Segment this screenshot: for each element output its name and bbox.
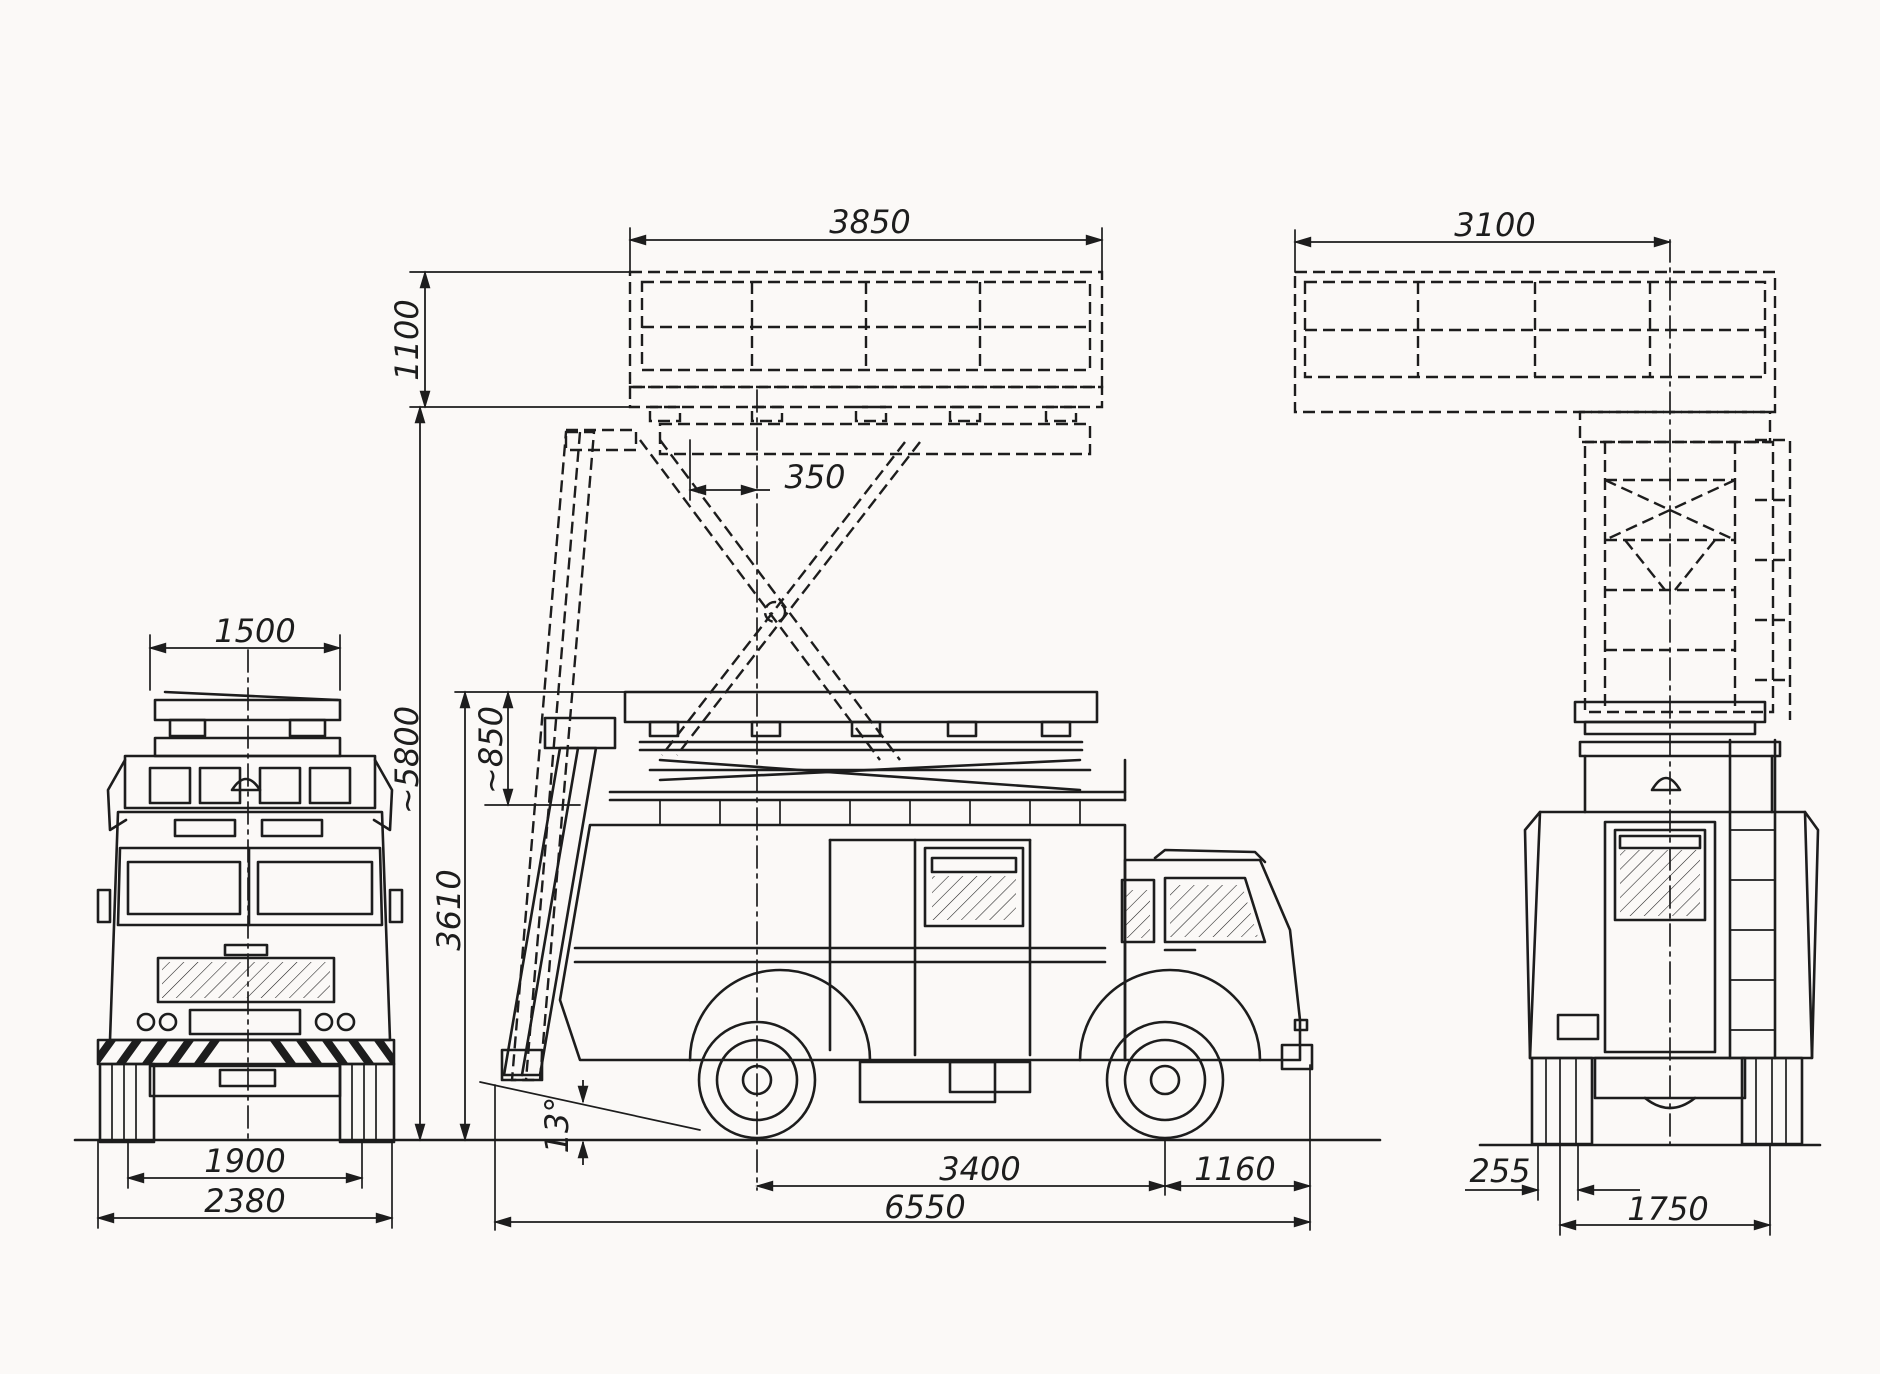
rear-view [1293, 239, 1820, 1146]
dim-5800: ~5800 [388, 706, 426, 814]
dim-3850: 3850 [829, 203, 910, 241]
front-view [96, 649, 404, 1144]
dim-2380: 2380 [204, 1182, 285, 1220]
front-dimensions: 1500 1900 2380 [96, 612, 394, 1229]
dim-13: 13° [538, 1097, 576, 1154]
dim-3100: 3100 [1454, 206, 1535, 244]
side-view [479, 270, 1314, 1191]
rear-dimensions: 3100 255 1750 [1293, 206, 1772, 1236]
dim-255: 255 [1469, 1152, 1530, 1190]
dim-850: ~850 [472, 706, 510, 794]
dim-1100: 1100 [388, 299, 426, 380]
dim-350: 350 [784, 458, 845, 496]
side-dimensions: 3850 1100 ~5800 350 ~850 3610 13° 3400 1… [388, 203, 1312, 1231]
dim-1500: 1500 [214, 612, 295, 650]
dim-1900: 1900 [204, 1142, 285, 1180]
dim-3400: 3400 [939, 1150, 1020, 1188]
dim-3610: 3610 [430, 869, 468, 950]
dim-1750: 1750 [1627, 1190, 1708, 1228]
dim-1160: 1160 [1194, 1150, 1275, 1188]
dim-6550: 6550 [884, 1188, 965, 1226]
